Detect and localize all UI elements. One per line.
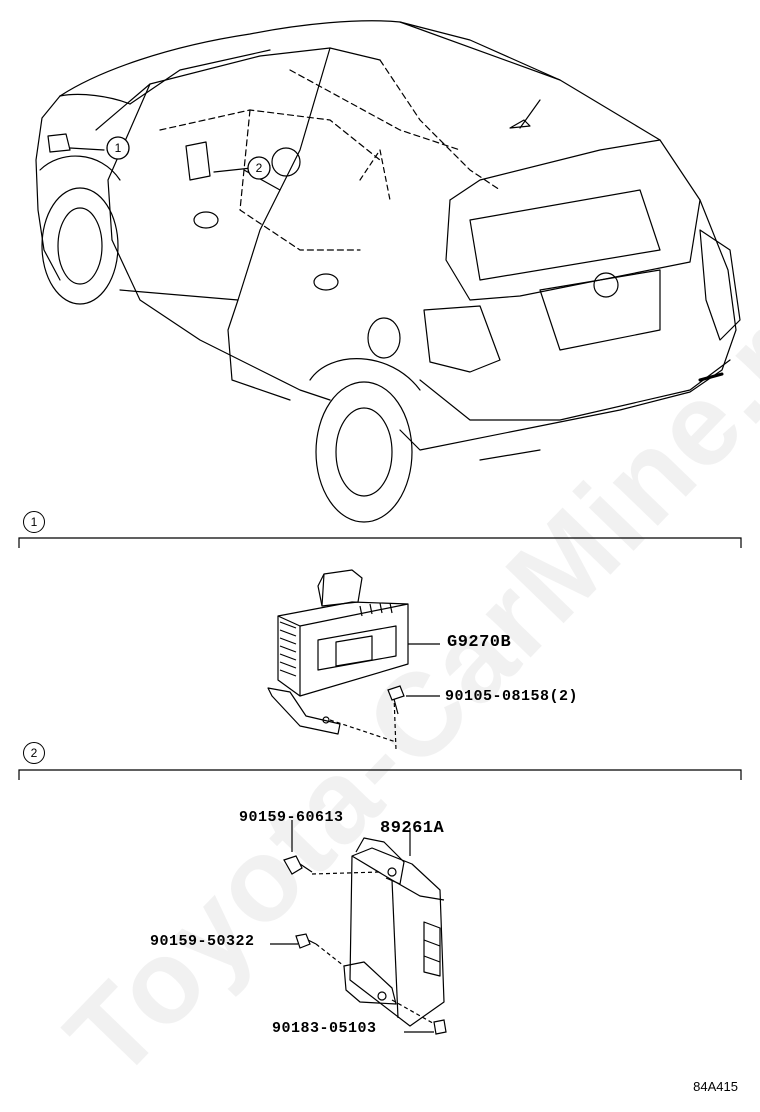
section-2-divider (18, 769, 742, 780)
section-2-marker: 2 (23, 742, 45, 764)
part-number-90159-50322[interactable]: 90159-50322 (150, 933, 255, 950)
part-number-g9270b[interactable]: G9270B (447, 633, 512, 652)
diagram-code: 84A415 (693, 1079, 738, 1094)
part-number-89261a[interactable]: 89261A (380, 819, 445, 838)
vehicle-illustration: 1 2 (35, 20, 741, 523)
screw-icon (283, 855, 313, 875)
nut-icon (433, 1019, 447, 1035)
screw-icon (295, 933, 317, 949)
section-1-marker: 1 (23, 511, 45, 533)
callout-2-marker (247, 156, 271, 180)
control-module-drawing (267, 569, 440, 751)
ecu-drawing (270, 820, 447, 1035)
part-number-90159-60613[interactable]: 90159-60613 (239, 809, 344, 826)
callout-1-number: 1 (115, 141, 122, 155)
section-1-divider (18, 537, 742, 548)
callout-1-marker (106, 136, 130, 160)
bolt-icon (387, 685, 440, 715)
callout-2-number: 2 (256, 161, 263, 175)
part-number-90183-05103[interactable]: 90183-05103 (272, 1020, 377, 1037)
part-number-90105-08158[interactable]: 90105-08158(2) (445, 688, 579, 705)
